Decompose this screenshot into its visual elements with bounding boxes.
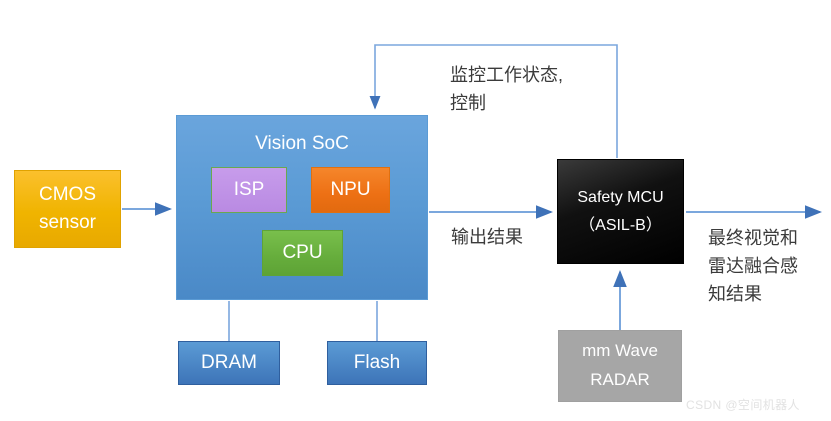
cmos-sensor-block: CMOS sensor <box>14 170 121 248</box>
dram-block: DRAM <box>178 341 280 385</box>
flash-label: Flash <box>353 352 401 374</box>
isp-block: ISP <box>211 167 287 213</box>
final-fusion-result-label: 最终视觉和 雷达融合感 知结果 <box>708 228 798 304</box>
radar-label-line1: mm Wave <box>582 341 658 361</box>
cmos-sensor-label-line2: sensor <box>38 212 97 233</box>
npu-block: NPU <box>311 167 390 213</box>
flash-block: Flash <box>327 341 427 385</box>
npu-label: NPU <box>330 179 371 200</box>
cpu-label: CPU <box>282 242 323 263</box>
isp-label: ISP <box>233 179 265 200</box>
csdn-watermark: CSDN @空间机器人 <box>686 398 800 412</box>
safety-mcu-label-line2: （ASIL-B） <box>579 216 662 234</box>
monitor-control-label: 监控工作状态, 控制 <box>450 65 564 113</box>
vision-soc-title: Vision SoC <box>255 133 349 154</box>
cmos-sensor-label-line1: CMOS <box>39 184 96 206</box>
radar-label-line2: RADAR <box>590 370 650 389</box>
dram-label: DRAM <box>201 352 257 374</box>
safety-mcu-label-line1: Safety MCU <box>577 189 664 207</box>
output-result-label: 输出结果 <box>451 227 523 247</box>
safety-mcu-block: Safety MCU （ASIL-B） <box>557 159 684 264</box>
cpu-block: CPU <box>262 230 343 276</box>
mm-wave-radar-block: mm Wave RADAR <box>558 330 682 402</box>
